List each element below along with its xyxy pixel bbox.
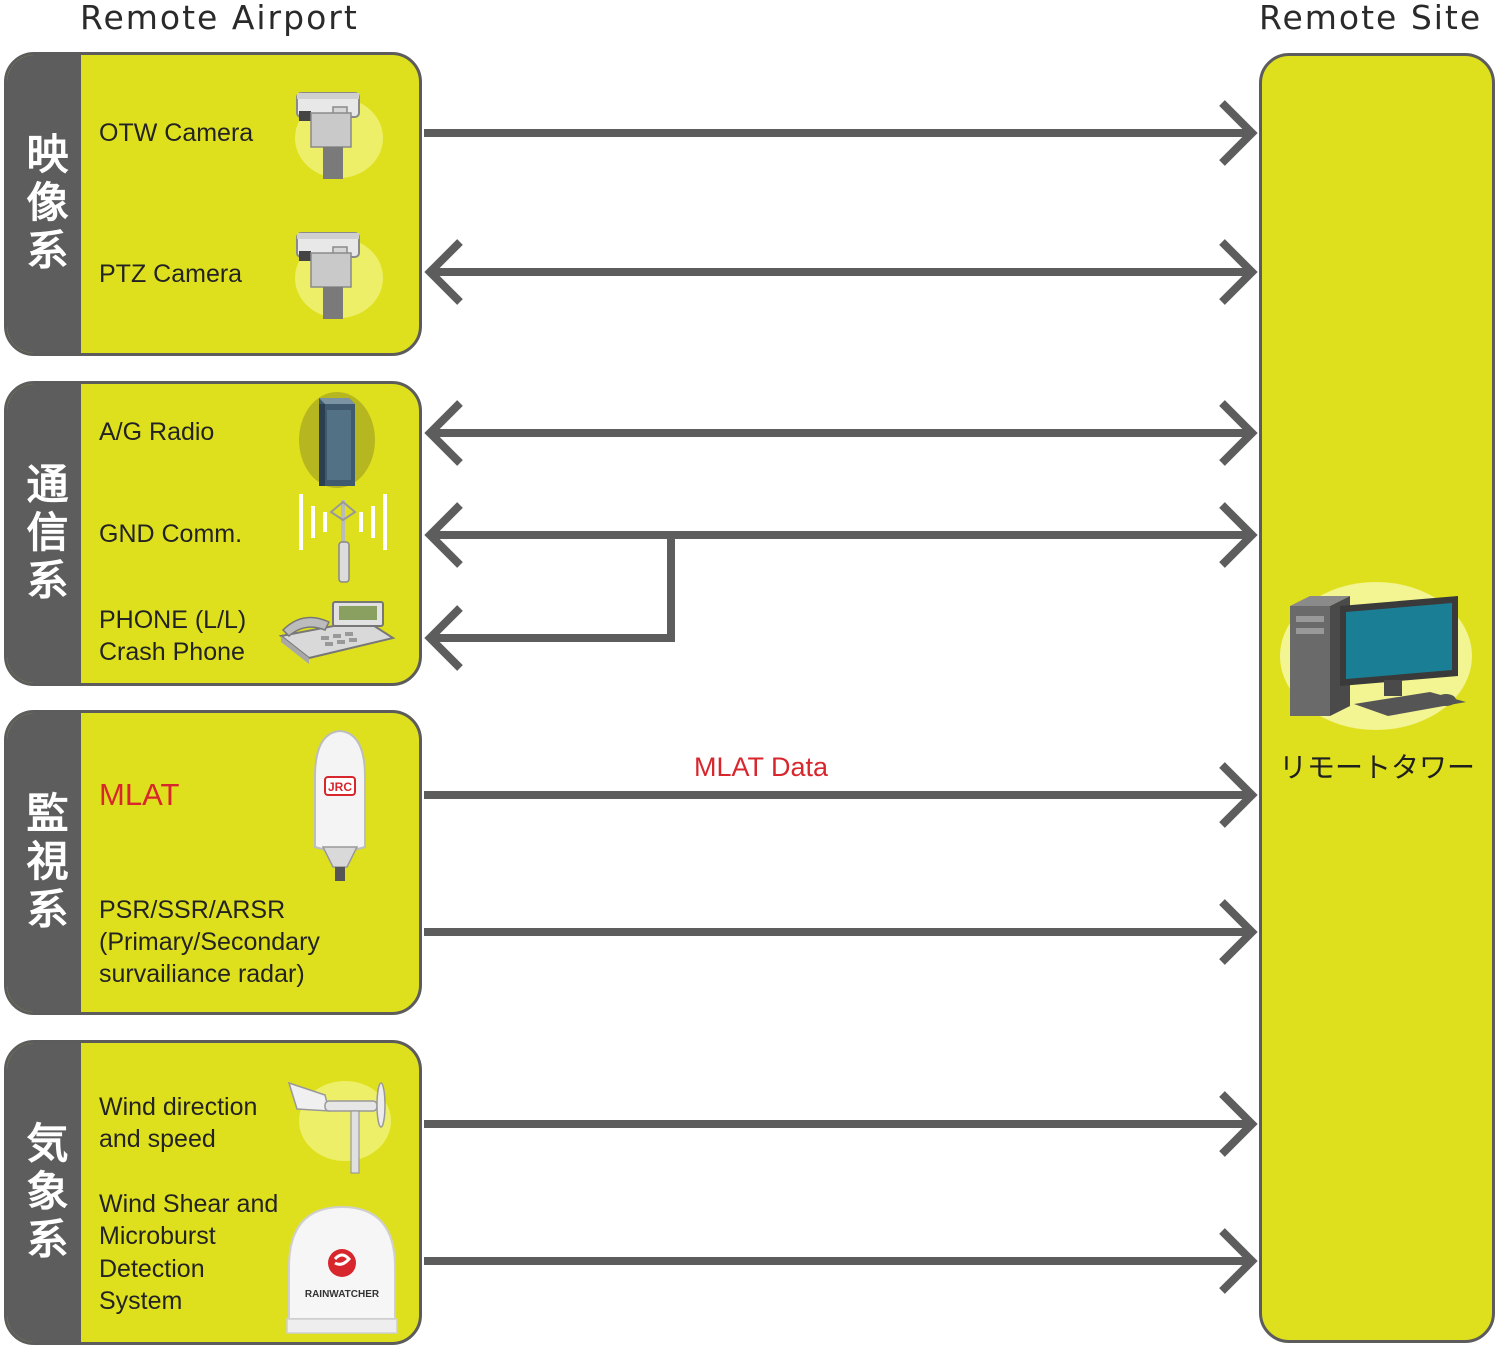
group-communication-tab: 通信系 — [7, 384, 81, 683]
computer-icon — [1280, 582, 1472, 730]
mlat-sensor-icon: JRC — [314, 729, 366, 881]
otw-camera-label: OTW Camera — [99, 119, 254, 147]
psr-desc-line2: survailiance radar) — [99, 960, 305, 988]
ptz-camera-label: PTZ Camera — [99, 260, 243, 288]
group-weather-title: 気象系 — [20, 1120, 69, 1265]
arrowhead-right — [1219, 239, 1258, 305]
arrowhead-left — [424, 605, 463, 671]
ag-radio-label: A/G Radio — [99, 418, 215, 446]
wind-label-line2: and speed — [99, 1125, 216, 1153]
group-surveillance-title: 監視系 — [20, 790, 69, 935]
group-weather-tab: 気象系 — [7, 1043, 81, 1342]
wind-shear-line2: Microburst — [99, 1222, 216, 1250]
psr-label: PSR/SSR/ARSR — [99, 896, 286, 924]
arrowhead-right — [1219, 1091, 1258, 1157]
camera-icon — [295, 232, 383, 319]
group-weather: 気象系 Wind direction and speed Wind Shear … — [4, 1040, 422, 1345]
svg-text:JRC: JRC — [328, 780, 352, 794]
arrowhead-right — [1219, 762, 1258, 828]
mlat-label: MLAT — [99, 777, 180, 812]
group-video: 映像系 OTW Camera PTZ Camera — [4, 52, 422, 356]
psr-desc-line1: (Primary/Secondary — [99, 928, 320, 956]
camera-icon — [295, 92, 383, 179]
group-video-tab: 映像系 — [7, 55, 81, 353]
radio-rack-icon — [299, 392, 375, 488]
wind-shear-line4: System — [99, 1287, 183, 1315]
remote-site-panel: リモートタワー — [1259, 53, 1495, 1343]
wind-shear-line3: Detection — [99, 1255, 205, 1283]
remote-tower-label: リモートタワー — [1278, 751, 1475, 784]
arrowhead-right — [1219, 1228, 1258, 1294]
group-surveillance: 監視系 MLAT PSR/SSR/ARSR (Primary/Secondary… — [4, 710, 422, 1015]
arrowhead-left — [424, 239, 463, 305]
weather-radar-dome-icon: RAINWATCHER — [286, 1205, 398, 1334]
arrowhead-right — [1219, 502, 1258, 568]
telephone-icon — [278, 601, 396, 664]
arrowhead-left — [424, 502, 463, 568]
crash-phone-label: Crash Phone — [99, 638, 245, 666]
arrowhead-right — [1219, 899, 1258, 965]
arrowhead-right — [1219, 400, 1258, 466]
group-communication-title: 通信系 — [20, 461, 69, 606]
gnd-comm-label: GND Comm. — [99, 520, 243, 548]
phone-label: PHONE (L/L) — [99, 606, 247, 634]
arrow-phone-branch — [430, 535, 675, 642]
wind-shear-line1: Wind Shear and — [99, 1190, 279, 1218]
wind-label-line1: Wind direction — [99, 1093, 258, 1121]
mlat-data-label: MLAT Data — [694, 752, 829, 782]
remote-airport-heading: Remote Airport — [80, 0, 359, 37]
wind-vane-icon — [287, 1081, 391, 1174]
group-communication: 通信系 A/G Radio GND Comm. PHONE (L/L) Cras… — [4, 381, 422, 686]
arrowhead-left — [424, 400, 463, 466]
antenna-icon — [299, 494, 387, 583]
remote-site-heading: Remote Site — [1259, 0, 1483, 37]
arrowhead-right — [1219, 100, 1258, 166]
svg-text:RAINWATCHER: RAINWATCHER — [305, 1289, 380, 1300]
group-surveillance-tab: 監視系 — [7, 713, 81, 1012]
group-video-title: 映像系 — [20, 132, 69, 276]
